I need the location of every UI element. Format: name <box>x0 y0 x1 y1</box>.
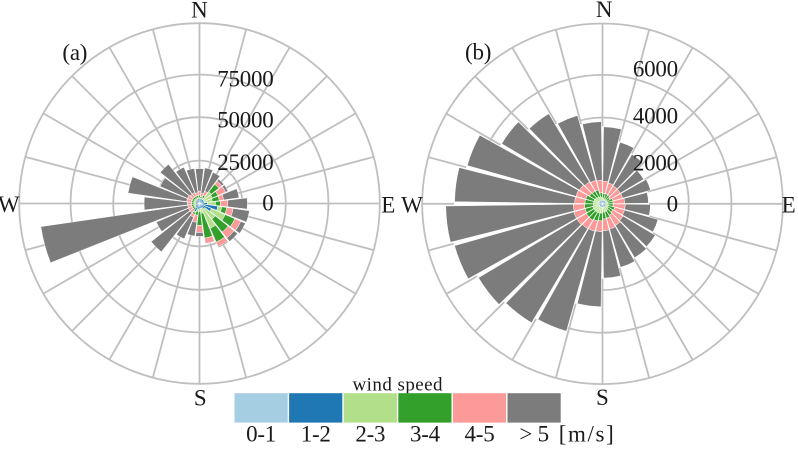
svg-text:75000: 75000 <box>217 66 273 91</box>
svg-text:50000: 50000 <box>217 107 273 132</box>
svg-text:E: E <box>782 192 796 217</box>
svg-text:wind speed: wind speed <box>352 375 443 396</box>
svg-text:> 5: > 5 <box>519 422 548 447</box>
svg-text:W: W <box>401 192 423 217</box>
svg-text:[m/s]: [m/s] <box>559 422 616 447</box>
svg-text:1-2: 1-2 <box>301 422 331 447</box>
svg-text:2000: 2000 <box>633 150 678 175</box>
svg-text:2-3: 2-3 <box>355 422 385 447</box>
svg-text:S: S <box>596 385 609 410</box>
svg-text:6000: 6000 <box>633 56 678 81</box>
svg-text:0: 0 <box>262 190 273 215</box>
svg-text:0: 0 <box>667 191 678 216</box>
svg-text:0-1: 0-1 <box>246 422 276 447</box>
svg-text:N: N <box>191 0 208 22</box>
svg-text:W: W <box>0 192 20 217</box>
svg-text:(a): (a) <box>62 40 87 65</box>
svg-text:E: E <box>381 193 395 218</box>
svg-text:3-4: 3-4 <box>410 422 441 447</box>
svg-text:25000: 25000 <box>217 150 273 175</box>
svg-text:N: N <box>596 0 613 22</box>
svg-text:S: S <box>194 386 207 411</box>
svg-text:4000: 4000 <box>633 103 678 128</box>
svg-text:(b): (b) <box>465 40 491 65</box>
svg-text:4-5: 4-5 <box>465 422 495 447</box>
